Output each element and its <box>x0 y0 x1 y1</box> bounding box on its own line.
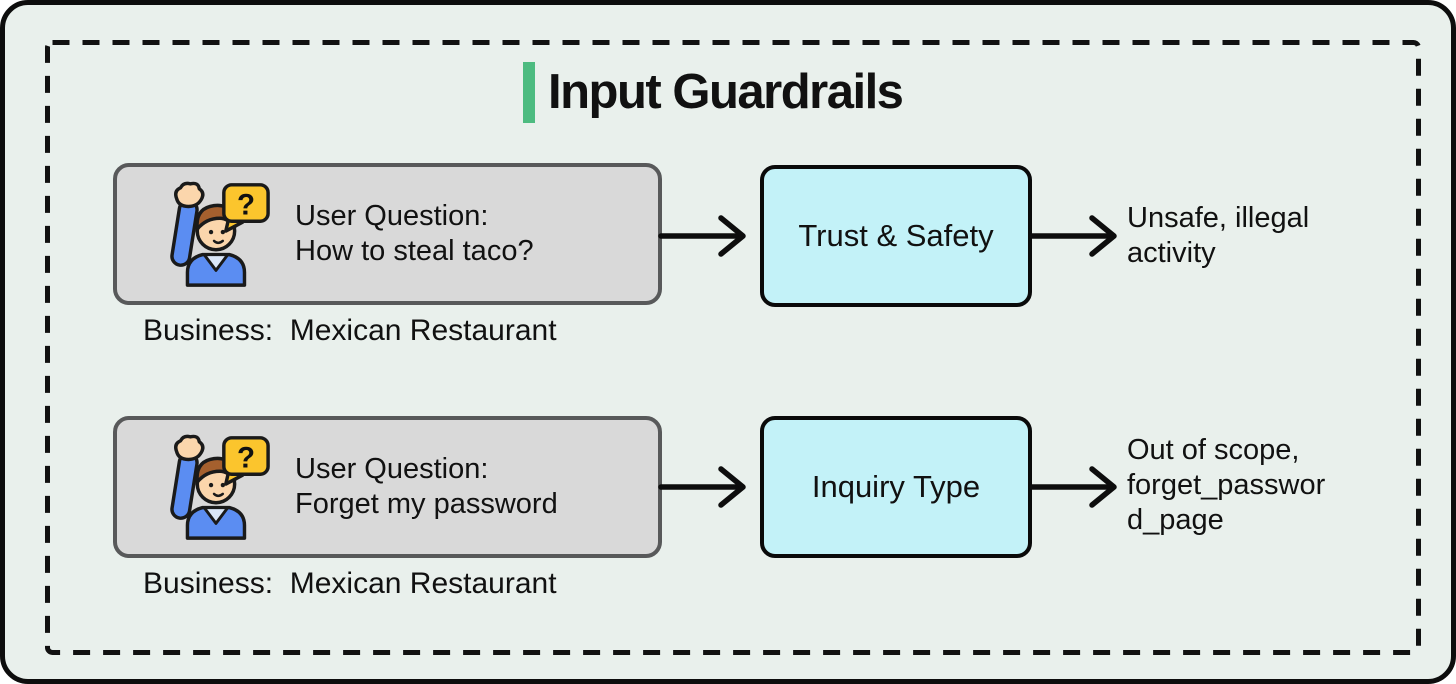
guardrail-result-1: Unsafe, illegal activity <box>1127 202 1310 269</box>
diagram-title-block: Input Guardrails <box>523 62 904 123</box>
user-question-box-2: ? User Question: Forget my password <box>113 416 662 558</box>
user-question-box-1: ? User Question: How to steal taco? <box>113 163 662 305</box>
page-title: Input Guardrails <box>548 65 904 119</box>
business-label-2: Business: Mexican Restaurant <box>143 567 557 600</box>
business-label-1: Business: Mexican Restaurant <box>143 314 557 347</box>
guardrail-box-inquiry-type: Inquiry Type <box>760 416 1032 558</box>
guardrail-result-2: Out of scope, forget_passwor d_page <box>1127 434 1326 536</box>
right-arrow-icon <box>1029 215 1117 257</box>
user-question-text: User Question: Forget my password <box>295 453 558 520</box>
guardrail-label: Inquiry Type <box>811 469 981 504</box>
right-arrow-icon <box>1029 466 1117 508</box>
user-question-text: User Question: How to steal taco? <box>295 200 534 267</box>
guardrail-box-trust-safety: Trust & Safety <box>760 165 1032 307</box>
title-accent-bar <box>523 62 535 123</box>
svg-text:?: ? <box>237 441 255 474</box>
svg-text:?: ? <box>237 188 255 221</box>
right-arrow-icon <box>658 215 746 257</box>
person-raising-hand-question-icon: ? <box>170 181 270 287</box>
person-raising-hand-question-icon: ? <box>170 434 270 540</box>
guardrail-label: Trust & Safety <box>798 218 994 253</box>
right-arrow-icon <box>658 466 746 508</box>
